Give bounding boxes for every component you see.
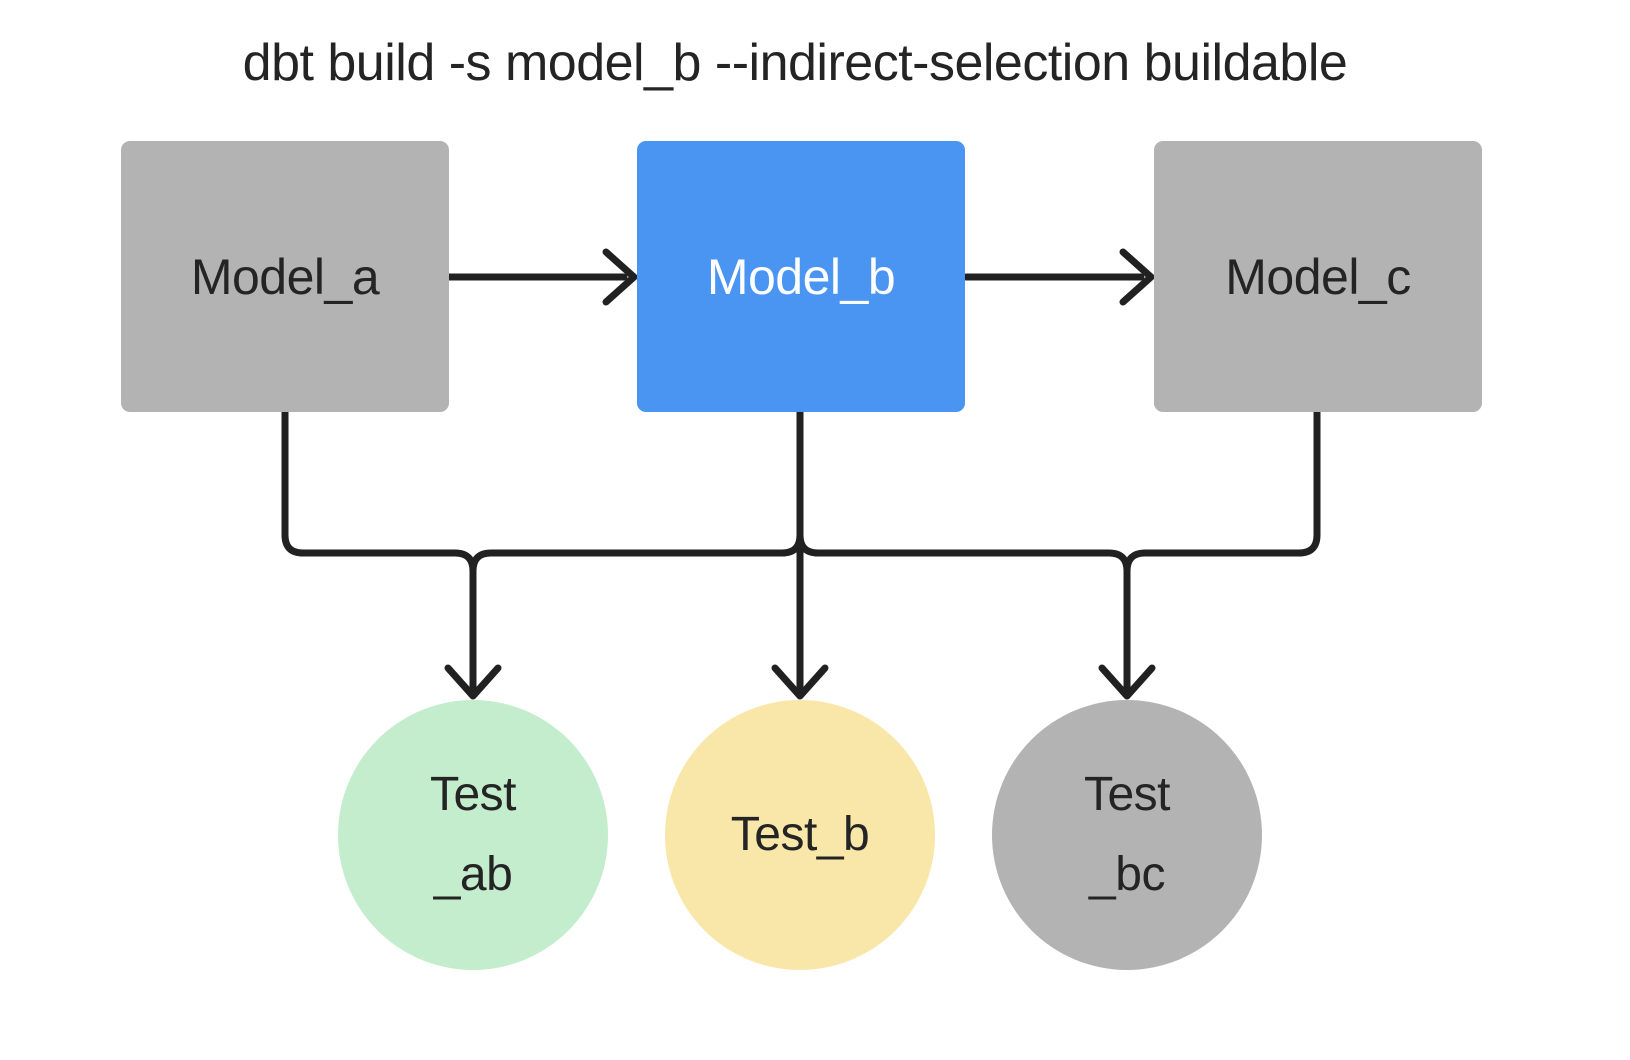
node-test-b: Test_b — [665, 700, 935, 970]
node-test-ab-label-line2: _ab — [433, 848, 513, 901]
edge-group — [281, 248, 1321, 700]
node-test-ab: Test _ab — [338, 700, 608, 970]
node-model-a-label: Model_a — [190, 248, 380, 305]
node-model-b: Model_b — [637, 141, 965, 412]
node-test-bc-label-line2: _bc — [1089, 848, 1165, 901]
diagram-title: dbt build -s model_b --indirect-selectio… — [242, 34, 1348, 92]
node-model-b-label: Model_b — [706, 248, 896, 305]
arrowhead-model-c — [1119, 248, 1155, 306]
edge-model-b-to-test-ab — [469, 408, 804, 692]
arrowhead-test-bc — [1098, 664, 1156, 700]
edge-model-a-to-test-ab — [281, 408, 477, 692]
arrowhead-model-b — [602, 248, 638, 306]
node-test-ab-label-line1: Test — [429, 768, 517, 821]
node-test-b-label-line1: Test_b — [730, 808, 870, 861]
node-model-a: Model_a — [121, 141, 449, 412]
node-test-bc: Test _bc — [992, 700, 1262, 970]
arrowhead-test-b — [771, 664, 829, 700]
arrowhead-test-ab — [444, 664, 502, 700]
node-model-c: Model_c — [1154, 141, 1482, 412]
node-test-bc-label-line1: Test — [1083, 768, 1171, 821]
edge-model-b-to-test-bc — [796, 408, 1131, 692]
node-model-c-label: Model_c — [1225, 248, 1411, 305]
edge-model-c-to-test-bc — [1123, 408, 1321, 692]
